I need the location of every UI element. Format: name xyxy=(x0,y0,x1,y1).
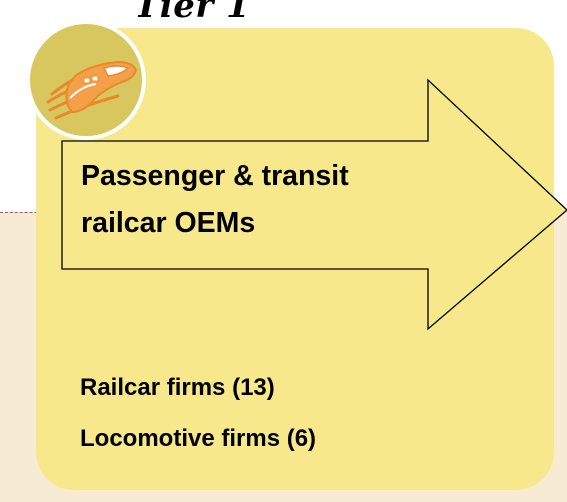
railcar-firms-count: Railcar firms (13) xyxy=(80,374,275,401)
dashed-connector-line xyxy=(0,212,62,213)
train-logo xyxy=(22,16,150,144)
arrow-label: Passenger & transit railcar OEMs xyxy=(81,153,501,247)
arrow-label-line-1: Passenger & transit xyxy=(81,160,349,192)
locomotive-firms-count: Locomotive firms (6) xyxy=(80,425,317,452)
arrow-label-line-2: railcar OEMs xyxy=(81,207,256,239)
high-speed-train-icon xyxy=(26,20,146,140)
tier-title: Tier 1 xyxy=(134,0,251,26)
